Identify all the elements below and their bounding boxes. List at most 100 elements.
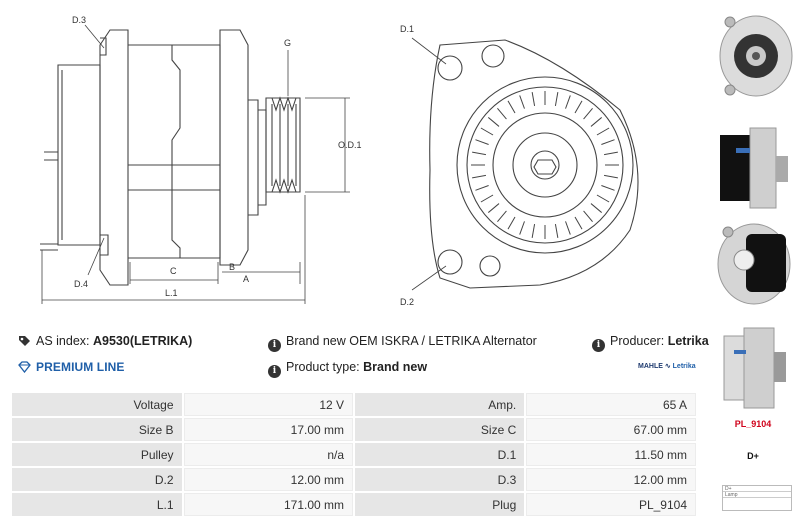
product-photo-back[interactable]: [710, 214, 796, 314]
diamond-icon: [18, 361, 31, 373]
spec-key: Amp.: [355, 393, 525, 416]
info-icon: i: [268, 339, 281, 352]
logo-mahle: MAHLE: [638, 363, 663, 370]
product-photo-profile[interactable]: [710, 318, 796, 418]
spec-value: 171.00 mm: [183, 493, 353, 516]
fin-slot: [601, 185, 615, 191]
fin-slot: [531, 224, 536, 238]
spec-value: 12 V: [183, 393, 353, 416]
label-d3: D.3: [72, 15, 86, 25]
fin-slot: [487, 117, 500, 127]
label-g: G: [284, 38, 291, 48]
fin-slot: [596, 194, 610, 203]
fin-slot: [574, 100, 583, 114]
plug-table-row: Lamp: [723, 492, 791, 498]
spec-value: 17.00 mm: [183, 418, 353, 441]
logo-letrika: Letrika: [672, 363, 696, 370]
spec-key: Voltage: [12, 393, 182, 416]
spec-value: 12.00 mm: [183, 468, 353, 491]
spec-key: D.2: [12, 468, 182, 491]
spec-value: PL_9104: [526, 493, 696, 516]
info-icon: i: [592, 339, 605, 352]
product-gallery: PL_9104 D+ D+ Lamp: [706, 2, 800, 522]
spec-key: L.1: [12, 493, 182, 516]
spec-value: 65 A: [526, 393, 696, 416]
info-icon: i: [268, 365, 281, 378]
spec-key: D.1: [355, 443, 525, 466]
fin-slot: [497, 210, 507, 223]
plug-code: PL_9104: [734, 419, 772, 429]
fin-slot: [565, 95, 571, 109]
description: i Brand new OEM ISKRA / LETRIKA Alternato…: [268, 334, 537, 352]
fin-slot: [554, 92, 559, 106]
fin-slot: [604, 174, 618, 179]
fin-slot: [497, 107, 507, 120]
label-d1: D.1: [400, 24, 414, 34]
label-d4: D.4: [74, 279, 88, 289]
fin-slot: [475, 139, 489, 145]
premium-line-badge: PREMIUM LINE: [18, 360, 125, 374]
plug-table-row: D+: [723, 486, 791, 492]
label-d2: D.2: [400, 297, 414, 307]
fin-slot: [531, 92, 536, 106]
product-type-label: Product type:: [286, 360, 360, 374]
fin-slot: [583, 107, 593, 120]
fin-slot: [583, 210, 593, 223]
as-index: AS index: A9530(LETRIKA): [18, 334, 192, 348]
fin-slot: [519, 95, 525, 109]
product-photo-side[interactable]: [710, 120, 796, 220]
producer: i Producer: Letrika: [592, 334, 709, 352]
fin-slot: [596, 127, 610, 136]
spec-value: 67.00 mm: [526, 418, 696, 441]
spec-value: 12.00 mm: [526, 468, 696, 491]
producer-value: Letrika: [667, 334, 709, 348]
spec-key: Size C: [355, 418, 525, 441]
spec-key: D.3: [355, 468, 525, 491]
fin-slot: [565, 221, 571, 235]
spec-key: Plug: [355, 493, 525, 516]
as-index-label: AS index:: [36, 334, 90, 348]
fin-slot: [487, 203, 500, 213]
fin-slot: [554, 224, 559, 238]
label-c: C: [170, 266, 177, 276]
as-index-value: A9530(LETRIKA): [93, 334, 193, 348]
premium-line-text: PREMIUM LINE: [36, 360, 125, 374]
plug-table: D+ Lamp: [722, 485, 792, 511]
fin-slot: [590, 117, 603, 127]
spec-value: n/a: [183, 443, 353, 466]
fin-slot: [507, 216, 516, 230]
mahle-letrika-logo: MAHLE ∿ Letrika: [638, 363, 696, 370]
spec-key: Size B: [12, 418, 182, 441]
fin-slot: [604, 151, 618, 156]
fin-slot: [472, 174, 486, 179]
technical-drawing: D.3 G O.D.1 C B A L.1 D.4 D.1 D.2: [40, 15, 639, 307]
fin-slot: [507, 100, 516, 114]
label-b: B: [229, 262, 235, 272]
description-text: Brand new OEM ISKRA / LETRIKA Alternator: [286, 334, 537, 348]
terminal-label: D+: [747, 451, 759, 461]
spec-key: Pulley: [12, 443, 182, 466]
fin-slot: [472, 151, 486, 156]
spec-value: 11.50 mm: [526, 443, 696, 466]
fin-slot: [590, 203, 603, 213]
producer-label: Producer:: [610, 334, 665, 348]
product-type: i Product type: Brand new: [268, 360, 427, 378]
fin-slot: [519, 221, 525, 235]
label-a: A: [243, 274, 249, 284]
fin-slot: [480, 194, 494, 203]
fin-slot: [601, 139, 615, 145]
label-od1: O.D.1: [338, 140, 362, 150]
fin-slot: [574, 216, 583, 230]
product-type-value: Brand new: [363, 360, 428, 374]
fin-slot: [480, 127, 494, 136]
label-l1: L.1: [165, 288, 178, 298]
tag-icon: [19, 336, 30, 346]
product-photo-rear[interactable]: [710, 4, 796, 104]
fin-slot: [475, 185, 489, 191]
